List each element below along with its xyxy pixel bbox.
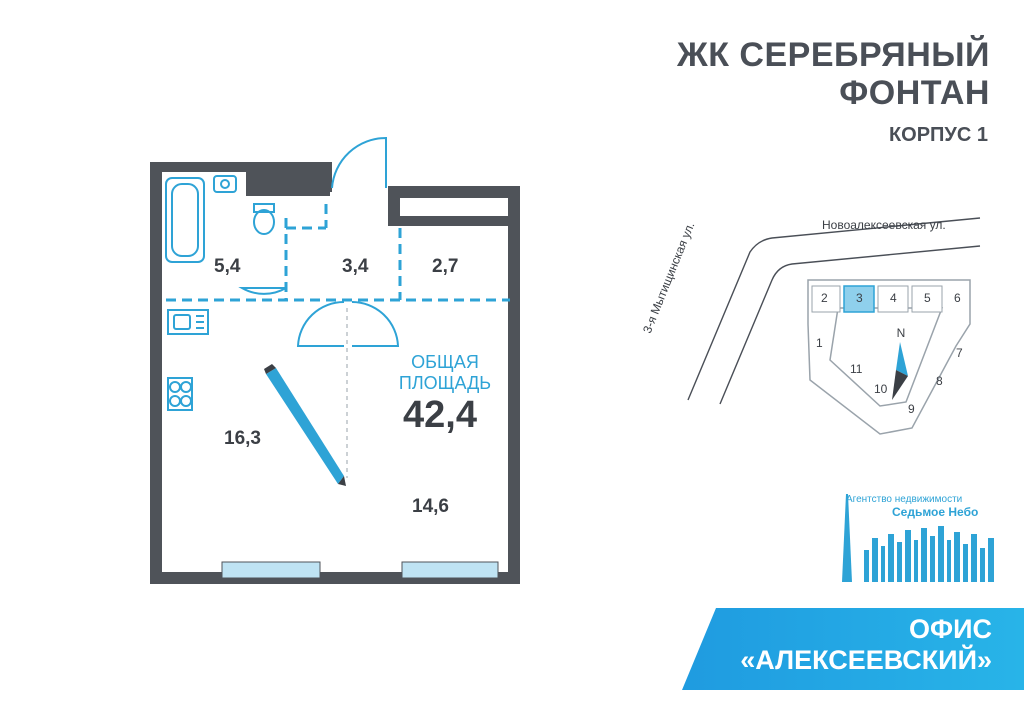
office-banner	[682, 608, 1024, 690]
building-block	[807, 279, 971, 435]
location-map	[687, 217, 981, 435]
kitchen-fixtures	[167, 309, 209, 411]
building-label-3: 3	[856, 291, 863, 305]
room-area-storage: 2,7	[432, 256, 459, 277]
building-label-6: 6	[954, 291, 961, 305]
room-area-bathroom: 5,4	[214, 256, 241, 277]
building-label-8: 8	[936, 374, 943, 388]
corpus-label: КОРПУС 1	[888, 124, 988, 146]
street-label-top: Новоалексеевская ул.	[822, 218, 946, 232]
building-label-2: 2	[821, 291, 828, 305]
building-label-5: 5	[924, 291, 931, 305]
project-title-line2: ФОНТАН	[839, 74, 990, 112]
project-title: ЖК СЕРЕБРЯНЫЙ ФОНТАН	[677, 36, 990, 112]
plan-windows	[221, 561, 499, 579]
agency-line2: Седьмое Небо	[892, 505, 979, 519]
building-section-3-highlight	[843, 285, 875, 313]
office-title-line2: «АЛЕКСЕЕВСКИЙ»	[740, 645, 992, 675]
building-section-2	[811, 285, 841, 313]
building-label-1: 1	[816, 336, 823, 350]
office-title-line1: ОФИС	[909, 614, 992, 644]
total-area-value: 42,4	[403, 394, 477, 436]
building-section-5	[911, 285, 943, 313]
total-area-caption-line2: ПЛОЩАДЬ	[398, 373, 492, 393]
agency-line1: Агентство недвижимости	[846, 494, 963, 505]
agency-logo: Агентство недвижимости Седьмое Небо	[846, 494, 978, 519]
room-area-hall: 3,4	[342, 256, 369, 277]
floor-plan	[150, 136, 520, 584]
plan-walls	[150, 162, 520, 584]
project-title-line1: ЖК СЕРЕБРЯНЫЙ	[677, 36, 990, 74]
building-label-9: 9	[908, 402, 915, 416]
compass-icon	[892, 342, 908, 400]
total-area-caption: ОБЩАЯ ПЛОЩАДЬ	[375, 352, 515, 394]
skyline-icon	[842, 494, 994, 582]
room-area-living: 14,6	[412, 496, 449, 517]
north-label: N	[896, 326, 906, 340]
door-swings	[238, 136, 400, 347]
building-label-4: 4	[890, 291, 897, 305]
plan-partitions	[166, 204, 510, 302]
total-area-caption-line1: ОБЩАЯ	[411, 352, 479, 372]
building-label-11: 11	[850, 362, 863, 376]
building-label-7: 7	[956, 346, 963, 360]
pencil-icon	[264, 364, 346, 486]
building-label-10: 10	[874, 382, 888, 396]
room-area-kitchen: 16,3	[224, 428, 261, 449]
street-lines	[687, 217, 981, 405]
office-title: ОФИС «АЛЕКСЕЕВСКИЙ»	[740, 614, 992, 676]
building-section-4	[877, 285, 909, 313]
bathroom-fixtures	[165, 175, 275, 263]
